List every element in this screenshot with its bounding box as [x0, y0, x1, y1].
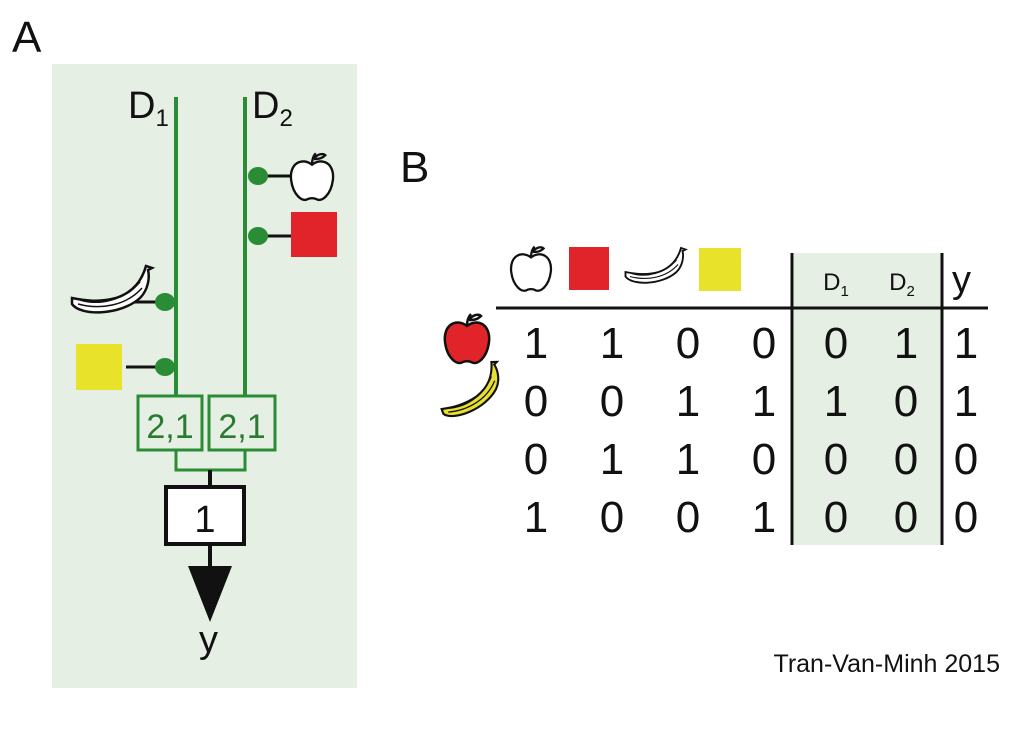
d2-cell: 0: [894, 377, 918, 426]
yellow-banana-icon: [431, 359, 511, 422]
y-cell: 0: [954, 493, 978, 542]
synapse-dot: [155, 293, 175, 311]
input-cell: 1: [676, 435, 700, 484]
svg-text:D2: D2: [889, 269, 915, 300]
input-cell: 0: [524, 435, 548, 484]
dendrite-2-label: D2: [252, 85, 293, 132]
svg-text:D1: D1: [823, 269, 849, 300]
input-cell: 0: [524, 377, 548, 426]
credit: Tran-Van-Minh 2015: [773, 650, 1000, 678]
dendrite-1-threshold-box: 2,1: [136, 394, 204, 452]
panel-b-label: B: [400, 143, 429, 192]
apple-outline-icon: [509, 245, 553, 292]
output-arrow-icon: [188, 566, 232, 622]
red-square-icon: [569, 247, 609, 290]
d2-cell: 1: [894, 319, 918, 368]
input-cell: 1: [752, 377, 776, 426]
input-cell: 0: [600, 493, 624, 542]
svg-text:1: 1: [194, 499, 215, 541]
dendrite-1-label: D1: [128, 85, 169, 132]
input-cell: 1: [600, 319, 624, 368]
svg-text:2,1: 2,1: [146, 408, 193, 446]
d1-cell: 1: [824, 377, 848, 426]
input-cell: 0: [676, 493, 700, 542]
svg-text:2,1: 2,1: [218, 408, 265, 446]
input-cell: 1: [752, 493, 776, 542]
d1-cell: 0: [824, 493, 848, 542]
output-label: y: [199, 619, 218, 661]
synapse-dot: [248, 227, 268, 245]
y-cell: 0: [954, 435, 978, 484]
input-cell: 0: [600, 377, 624, 426]
svg-text:D1: D1: [128, 85, 169, 132]
d1-cell: 0: [824, 435, 848, 484]
d2-cell: 0: [894, 493, 918, 542]
input-cell: 1: [524, 493, 548, 542]
d2-cell: 0: [894, 435, 918, 484]
input-cell: 0: [752, 435, 776, 484]
dendrite-columns-shading: [794, 253, 942, 545]
header-d1: D1: [823, 269, 849, 300]
input-cell: 0: [752, 319, 776, 368]
input-cell: 1: [676, 377, 700, 426]
panel-a-label: A: [12, 13, 42, 62]
d1-cell: 0: [824, 319, 848, 368]
input-cell: 0: [676, 319, 700, 368]
y-cell: 1: [954, 377, 978, 426]
banana-outline-icon: [624, 247, 687, 284]
synapse-dot: [155, 358, 175, 376]
soma-threshold-box: 1: [164, 485, 246, 546]
input-cell: 1: [524, 319, 548, 368]
yellow-square-icon: [76, 344, 122, 390]
synapse-dot: [248, 167, 268, 185]
input-cell: 1: [600, 435, 624, 484]
header-y: y: [952, 259, 971, 301]
svg-text:D2: D2: [252, 85, 293, 132]
y-cell: 1: [954, 319, 978, 368]
red-apple-icon: [443, 312, 491, 365]
header-d2: D2: [889, 269, 915, 300]
yellow-square-icon: [699, 248, 741, 291]
red-square-icon: [291, 212, 337, 257]
dendrite-2-threshold-box: 2,1: [207, 394, 277, 452]
